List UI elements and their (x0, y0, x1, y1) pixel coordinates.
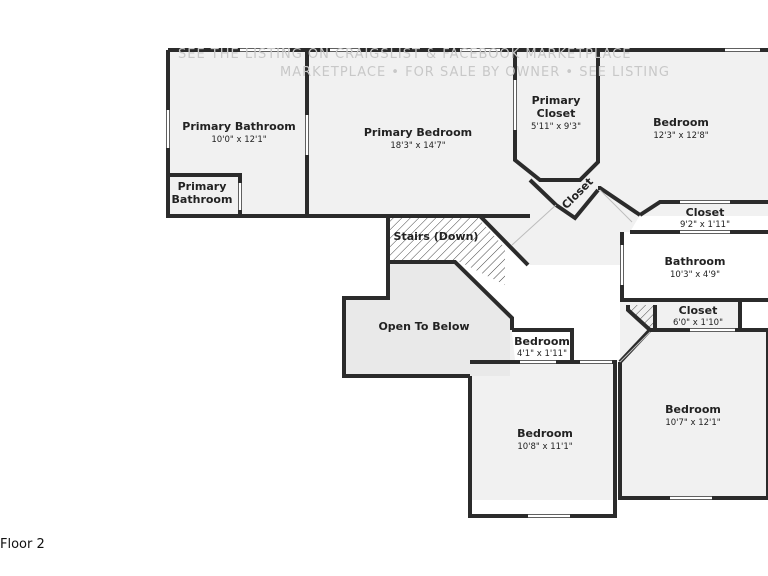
door-line (599, 189, 633, 223)
door-line (619, 331, 651, 363)
primary-bathroom-dim: 10'0" x 12'1" (211, 135, 266, 145)
bedroom-small-name: Bedroom (514, 335, 570, 348)
bedroom-s-dim: 10'8" x 11'1" (517, 442, 572, 452)
bedroom-ne-name: Bedroom (653, 116, 709, 129)
primary-bedroom-dim: 18'3" x 14'7" (390, 141, 445, 151)
stairs-hatch (388, 218, 505, 285)
door-swings (511, 189, 651, 363)
bedroom-se-name: Bedroom (665, 403, 721, 416)
watermark-line-2: MARKETPLACE • FOR SALE BY OWNER • SEE LI… (280, 65, 670, 80)
primary-bathroom-small-name-2: Bathroom (172, 193, 233, 206)
closet-upper-name: Closet (686, 206, 725, 219)
hall-floor-fill (388, 188, 768, 500)
closet-lower-name: Closet (679, 304, 718, 317)
windows (166, 48, 760, 518)
wall-closet-upper-top (638, 200, 768, 217)
closet-lower-dim: 6'0" x 1'10" (673, 318, 723, 328)
wall-primary-closet (513, 50, 600, 182)
wall-left-bottom (166, 50, 530, 218)
wall-bedroom-s (468, 360, 617, 518)
bedroom-s-name: Bedroom (517, 427, 573, 440)
open-to-below-fill (344, 262, 510, 376)
wall-small-bedroom (512, 328, 574, 360)
primary-closet-name-2: Closet (537, 107, 576, 120)
bedroom-ne-dim: 12'3" x 12'8" (653, 131, 708, 141)
wall-open-left (342, 216, 470, 378)
primary-closet-dim: 5'11" x 9'3" (531, 122, 581, 132)
primary-bathroom-small-name-1: Primary (178, 180, 227, 193)
floor-label: Floor 2 (0, 537, 45, 552)
bedroom-se-dim: 10'7" x 12'1" (665, 418, 720, 428)
bedroom-small-dim: 4'1" x 1'11" (517, 349, 567, 359)
wall-bedroom-ne-bottom (598, 186, 642, 217)
closet-upper-dim: 9'2" x 1'11" (680, 220, 730, 230)
bathroom-name: Bathroom (665, 255, 726, 268)
wall-open-top (388, 260, 514, 330)
open-to-below-name: Open To Below (378, 320, 469, 333)
wall-closet-diag (528, 178, 600, 221)
primary-bedroom-name: Primary Bedroom (364, 126, 472, 139)
bathroom-dim: 10'3" x 4'9" (670, 270, 720, 280)
door-line (511, 204, 557, 246)
upper-floor-fill (168, 50, 768, 216)
primary-closet-name-1: Primary (532, 94, 581, 107)
primary-bathroom-name: Primary Bathroom (182, 120, 295, 133)
stairs-name: Stairs (Down) (394, 230, 479, 243)
wall-stairs-rail (478, 214, 530, 267)
watermark-line-1: SEE THE LISTING ON CRAIGSLIST & FACEBOOK… (178, 47, 632, 62)
floor-fills (168, 50, 768, 500)
closet-hatch (628, 305, 655, 330)
